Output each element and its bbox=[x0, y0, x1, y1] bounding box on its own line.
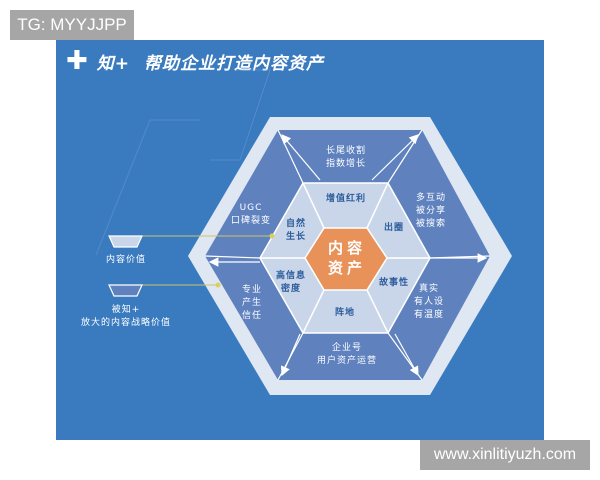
core-label: 内容 资产 bbox=[327, 239, 366, 277]
middle-label-upper-left: 自然 生长 bbox=[285, 219, 306, 242]
middle-label-upper-right: 出圈 bbox=[383, 223, 404, 233]
middle-label-bottom: 阵地 bbox=[334, 308, 355, 318]
outer-label-lower-right: 真实 有人设 有温度 bbox=[413, 284, 444, 320]
outer-label-bottom: 企业号 用户资产运营 bbox=[316, 343, 377, 366]
legend-icon-content-value bbox=[108, 235, 143, 248]
legend-label-amplified-value: 被知+ 放大的内容战略价值 bbox=[80, 305, 171, 328]
brand-name: 知+ bbox=[96, 53, 131, 74]
legend-icon-amplified-value bbox=[108, 284, 143, 297]
outer-label-upper-right: 多互动 被分享 被搜索 bbox=[415, 193, 446, 229]
legend-label-content-value: 内容价值 bbox=[105, 255, 146, 265]
watermark-top: TG: MYYJJPP bbox=[10, 10, 134, 40]
outer-label-upper-left: UGC 口碑裂变 bbox=[230, 203, 271, 226]
middle-label-lower-right: 故事性 bbox=[378, 278, 409, 288]
plus-icon: ✚ bbox=[66, 46, 89, 76]
watermark-bottom: www.xinlitiyuzh.com bbox=[420, 440, 590, 470]
header: ✚ 知+ 帮助企业打造内容资产 bbox=[66, 46, 324, 76]
page-title: 帮助企业打造内容资产 bbox=[144, 53, 325, 74]
outer-label-lower-left: 专业 产生 信任 bbox=[241, 285, 262, 321]
outer-label-top: 长尾收割 指数增长 bbox=[325, 146, 366, 169]
middle-label-top: 增值红利 bbox=[325, 194, 366, 204]
middle-label-lower-left: 高信息 密度 bbox=[275, 271, 306, 294]
core-hexagon bbox=[304, 227, 388, 291]
